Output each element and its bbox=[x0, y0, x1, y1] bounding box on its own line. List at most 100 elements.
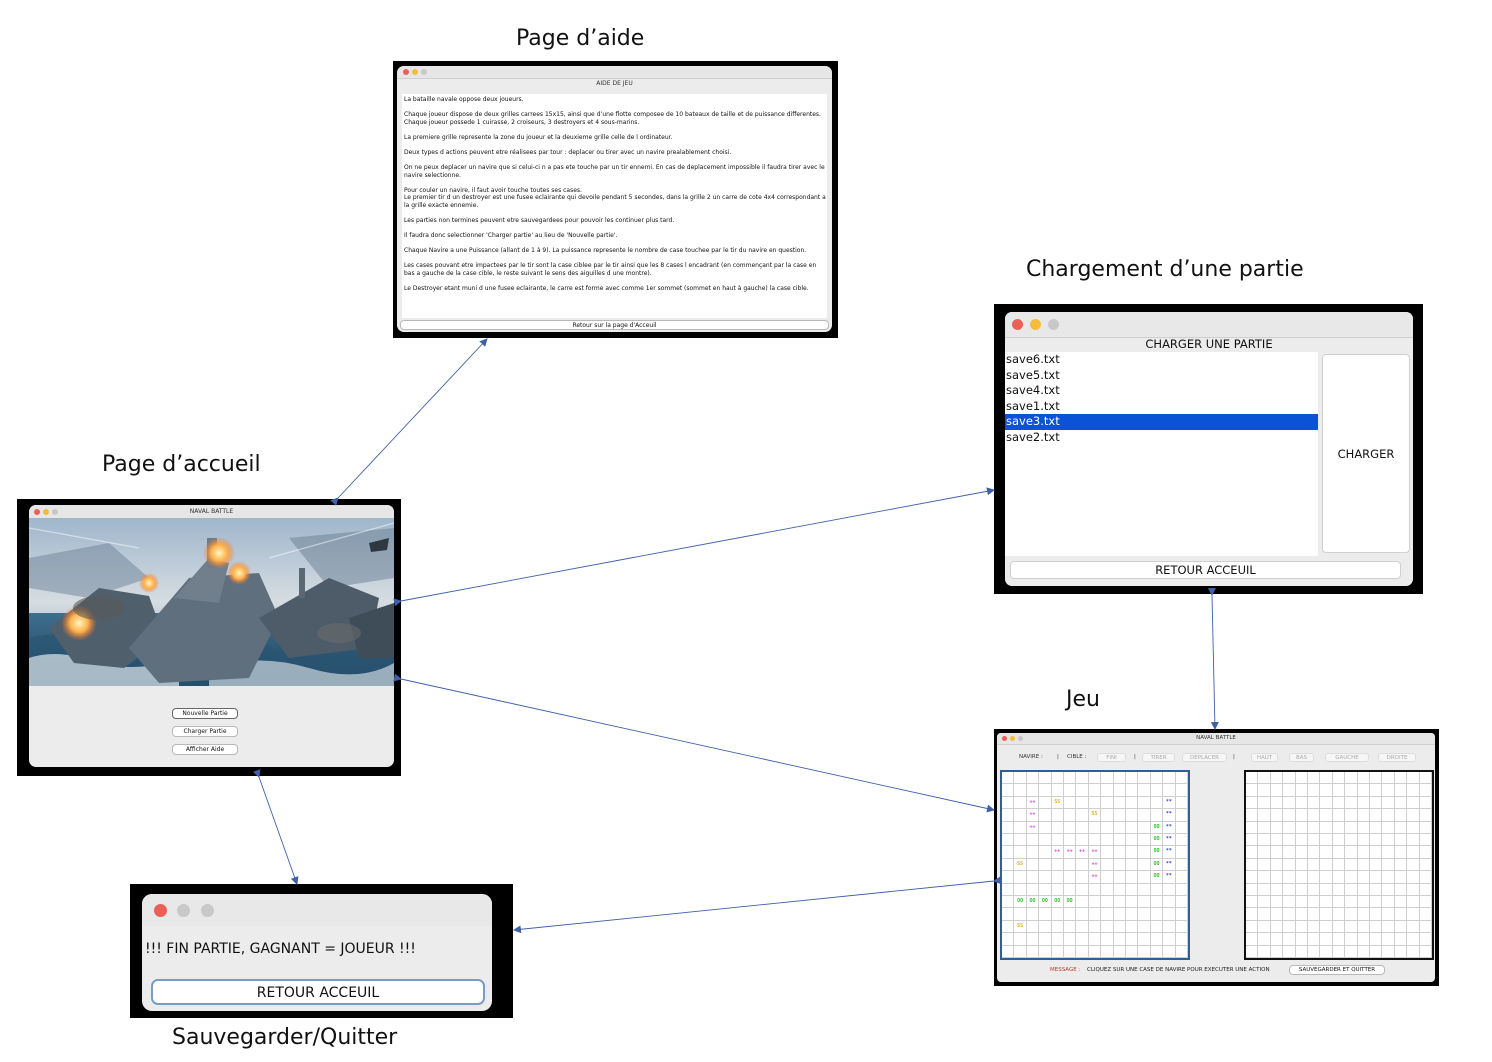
enemy-grid-cell[interactable] bbox=[1283, 895, 1296, 909]
enemy-grid-cell[interactable] bbox=[1320, 908, 1333, 921]
enemy-grid-cell[interactable] bbox=[1283, 933, 1296, 946]
enemy-grid-cell[interactable] bbox=[1407, 809, 1420, 822]
player-grid-cell[interactable] bbox=[1101, 772, 1114, 785]
enemy-grid-cell[interactable] bbox=[1307, 945, 1321, 958]
player-grid-cell[interactable] bbox=[1113, 920, 1126, 934]
enemy-grid-cell[interactable] bbox=[1246, 933, 1259, 946]
deplacer-button[interactable]: DEPLACER bbox=[1182, 753, 1227, 762]
enemy-grid-cell[interactable] bbox=[1407, 858, 1420, 872]
enemy-grid-cell[interactable] bbox=[1419, 833, 1432, 847]
player-grid-cell[interactable] bbox=[1150, 895, 1164, 909]
enemy-grid-cell[interactable] bbox=[1307, 858, 1321, 872]
player-grid-cell[interactable] bbox=[1125, 809, 1139, 822]
enemy-grid-cell[interactable] bbox=[1382, 846, 1395, 859]
enemy-grid-cell[interactable] bbox=[1369, 858, 1383, 872]
player-grid-cell[interactable] bbox=[1125, 833, 1139, 847]
save-file-item-selected[interactable]: save3.txt bbox=[1005, 414, 1318, 430]
player-grid-cell[interactable] bbox=[1125, 821, 1139, 834]
enemy-grid-cell[interactable] bbox=[1320, 784, 1333, 797]
enemy-grid-cell[interactable] bbox=[1369, 933, 1383, 946]
zoom-dot-icon[interactable] bbox=[421, 69, 427, 75]
player-grid-cell[interactable] bbox=[1026, 784, 1040, 797]
player-grid-cell[interactable] bbox=[1051, 858, 1064, 872]
minimize-dot-icon[interactable] bbox=[1010, 736, 1015, 741]
enemy-grid-cell[interactable] bbox=[1419, 821, 1432, 834]
enemy-grid-cell[interactable] bbox=[1419, 846, 1432, 859]
player-grid-cell[interactable] bbox=[1026, 871, 1040, 884]
player-grid-cell[interactable] bbox=[1175, 945, 1188, 958]
enemy-grid-cell[interactable] bbox=[1246, 920, 1259, 934]
enemy-grid-cell[interactable] bbox=[1345, 883, 1358, 896]
player-grid-cell[interactable] bbox=[1163, 883, 1176, 896]
enemy-grid-cell[interactable] bbox=[1394, 833, 1408, 847]
player-grid-cell[interactable] bbox=[1150, 933, 1164, 946]
enemy-grid-cell[interactable] bbox=[1357, 920, 1370, 934]
player-grid-cell[interactable] bbox=[1039, 933, 1052, 946]
enemy-grid-cell[interactable] bbox=[1382, 809, 1395, 822]
player-grid-cell[interactable] bbox=[1039, 858, 1052, 872]
player-grid-cell[interactable]: ++ bbox=[1026, 796, 1040, 810]
save-file-item[interactable]: save1.txt bbox=[1006, 398, 1060, 413]
enemy-grid-cell[interactable] bbox=[1332, 784, 1346, 797]
enemy-grid-cell[interactable] bbox=[1295, 833, 1308, 847]
enemy-grid-cell[interactable] bbox=[1295, 933, 1308, 946]
enemy-grid-cell[interactable] bbox=[1332, 846, 1346, 859]
enemy-grid-cell[interactable] bbox=[1357, 796, 1370, 810]
player-grid-cell[interactable] bbox=[1101, 871, 1114, 884]
minimize-dot-icon[interactable] bbox=[412, 69, 418, 75]
player-grid-cell[interactable] bbox=[1101, 895, 1114, 909]
player-grid-cell[interactable] bbox=[1063, 784, 1077, 797]
enemy-grid-cell[interactable] bbox=[1295, 784, 1308, 797]
enemy-grid-cell[interactable] bbox=[1307, 821, 1321, 834]
player-grid-cell[interactable]: ++ bbox=[1088, 846, 1102, 859]
enemy-grid-cell[interactable] bbox=[1258, 920, 1271, 934]
player-grid-cell[interactable] bbox=[1076, 858, 1089, 872]
enemy-grid-cell[interactable] bbox=[1345, 871, 1358, 884]
player-grid-cell[interactable] bbox=[1138, 883, 1151, 896]
minimize-dot-icon[interactable] bbox=[177, 904, 190, 917]
player-grid-cell[interactable] bbox=[1113, 833, 1126, 847]
enemy-grid-cell[interactable] bbox=[1357, 883, 1370, 896]
enemy-grid-cell[interactable] bbox=[1419, 772, 1432, 785]
enemy-grid-cell[interactable] bbox=[1283, 772, 1296, 785]
enemy-grid-cell[interactable] bbox=[1345, 809, 1358, 822]
enemy-grid-cell[interactable] bbox=[1394, 920, 1408, 934]
enemy-grid-cell[interactable] bbox=[1258, 908, 1271, 921]
player-grid-cell[interactable] bbox=[1051, 784, 1064, 797]
enemy-grid-cell[interactable] bbox=[1295, 846, 1308, 859]
player-grid-cell[interactable] bbox=[1063, 933, 1077, 946]
player-grid-cell[interactable] bbox=[1125, 933, 1139, 946]
player-grid-cell[interactable] bbox=[1101, 833, 1114, 847]
player-grid-cell[interactable] bbox=[1014, 821, 1027, 834]
enemy-grid-cell[interactable] bbox=[1407, 821, 1420, 834]
player-grid-cell[interactable]: OO bbox=[1150, 833, 1164, 847]
player-grid-cell[interactable]: SS bbox=[1088, 809, 1102, 822]
enemy-grid-cell[interactable] bbox=[1307, 895, 1321, 909]
enemy-grid-cell[interactable] bbox=[1345, 796, 1358, 810]
enemy-grid-cell[interactable] bbox=[1332, 772, 1346, 785]
enemy-grid-cell[interactable] bbox=[1270, 846, 1284, 859]
player-grid-cell[interactable] bbox=[1026, 772, 1040, 785]
player-grid-cell[interactable] bbox=[1002, 809, 1015, 822]
enemy-grid-cell[interactable] bbox=[1332, 920, 1346, 934]
enemy-grid-cell[interactable] bbox=[1407, 908, 1420, 921]
tirer-button[interactable]: TIRER bbox=[1142, 753, 1175, 762]
enemy-grid-cell[interactable] bbox=[1332, 895, 1346, 909]
player-grid-cell[interactable]: OO bbox=[1063, 895, 1077, 909]
enemy-grid-cell[interactable] bbox=[1320, 895, 1333, 909]
enemy-grid-cell[interactable] bbox=[1345, 858, 1358, 872]
enemy-grid-cell[interactable] bbox=[1270, 908, 1284, 921]
player-grid-cell[interactable] bbox=[1014, 933, 1027, 946]
player-grid-cell[interactable] bbox=[1088, 833, 1102, 847]
enemy-grid-cell[interactable] bbox=[1320, 858, 1333, 872]
enemy-grid-cell[interactable] bbox=[1258, 933, 1271, 946]
player-grid-cell[interactable] bbox=[1125, 871, 1139, 884]
enemy-grid-cell[interactable] bbox=[1394, 846, 1408, 859]
player-grid-cell[interactable] bbox=[1138, 821, 1151, 834]
enemy-grid-cell[interactable] bbox=[1320, 796, 1333, 810]
enemy-grid-cell[interactable] bbox=[1357, 772, 1370, 785]
player-grid-cell[interactable] bbox=[1002, 846, 1015, 859]
player-grid-cell[interactable] bbox=[1063, 945, 1077, 958]
enemy-grid-cell[interactable] bbox=[1295, 920, 1308, 934]
player-grid-cell[interactable] bbox=[1175, 908, 1188, 921]
